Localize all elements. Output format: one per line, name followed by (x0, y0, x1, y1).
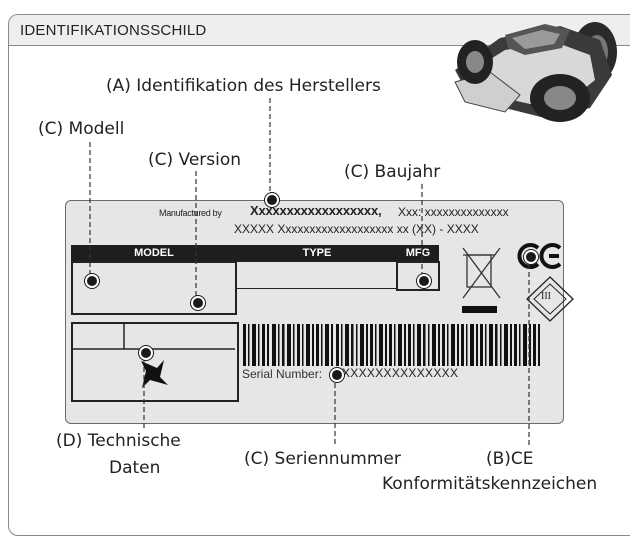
manufacturer-name: Xxxxxxxxxxxxxxxxxx, (250, 203, 382, 218)
callout-version: (C) Version (148, 150, 242, 170)
callout-technical-1: (D) Technische (56, 431, 181, 451)
mfg-cell (396, 261, 440, 291)
header-title: IDENTIFIKATIONSSCHILD (20, 22, 207, 39)
callout-year: (C) Baujahr (344, 162, 441, 182)
callout-manufacturer: (A) Identifikation des Herstellers (106, 76, 381, 96)
class-iii-label: III (541, 291, 551, 302)
weee-bar (462, 306, 497, 313)
address-line-1: Xxx: xxxxxxxxxxxxxx (398, 205, 509, 219)
type-header: TYPE (237, 245, 397, 262)
weee-bin-icon (462, 247, 501, 299)
barcode (243, 324, 540, 366)
ce-dot (524, 250, 538, 264)
serial-value: XXXXXXXXXXXXXX (342, 366, 459, 380)
callout-ce-2: Konformitätskennzeichen (382, 474, 598, 494)
robot-mower-image (454, 22, 617, 122)
plate-graphics (73, 98, 574, 448)
version-dot (191, 296, 205, 310)
model-header: MODEL (71, 245, 237, 262)
technical-data-box (71, 322, 239, 402)
class-iii-icon (526, 276, 574, 322)
callout-model: (C) Modell (38, 119, 125, 139)
serial-dot (330, 368, 344, 382)
address-line-2: XXXXX Xxxxxxxxxxxxxxxxxxx xx (XX) - XXXX (234, 222, 479, 236)
mfg-header: MFG (397, 245, 439, 262)
manufactured-by-label: Manufactured by (159, 208, 222, 218)
tech-star-icon (141, 360, 168, 388)
callout-ce-1: (B)CE (486, 449, 534, 469)
callout-technical-2: Daten (109, 458, 161, 478)
serial-label: Serial Number: (242, 367, 323, 381)
year-dot (417, 274, 431, 288)
manufacturer-dot (265, 193, 279, 207)
technical-dot (139, 346, 153, 360)
model-dot (85, 274, 99, 288)
ce-mark-icon (517, 243, 562, 269)
callout-serial: (C) Seriennummer (244, 449, 401, 469)
